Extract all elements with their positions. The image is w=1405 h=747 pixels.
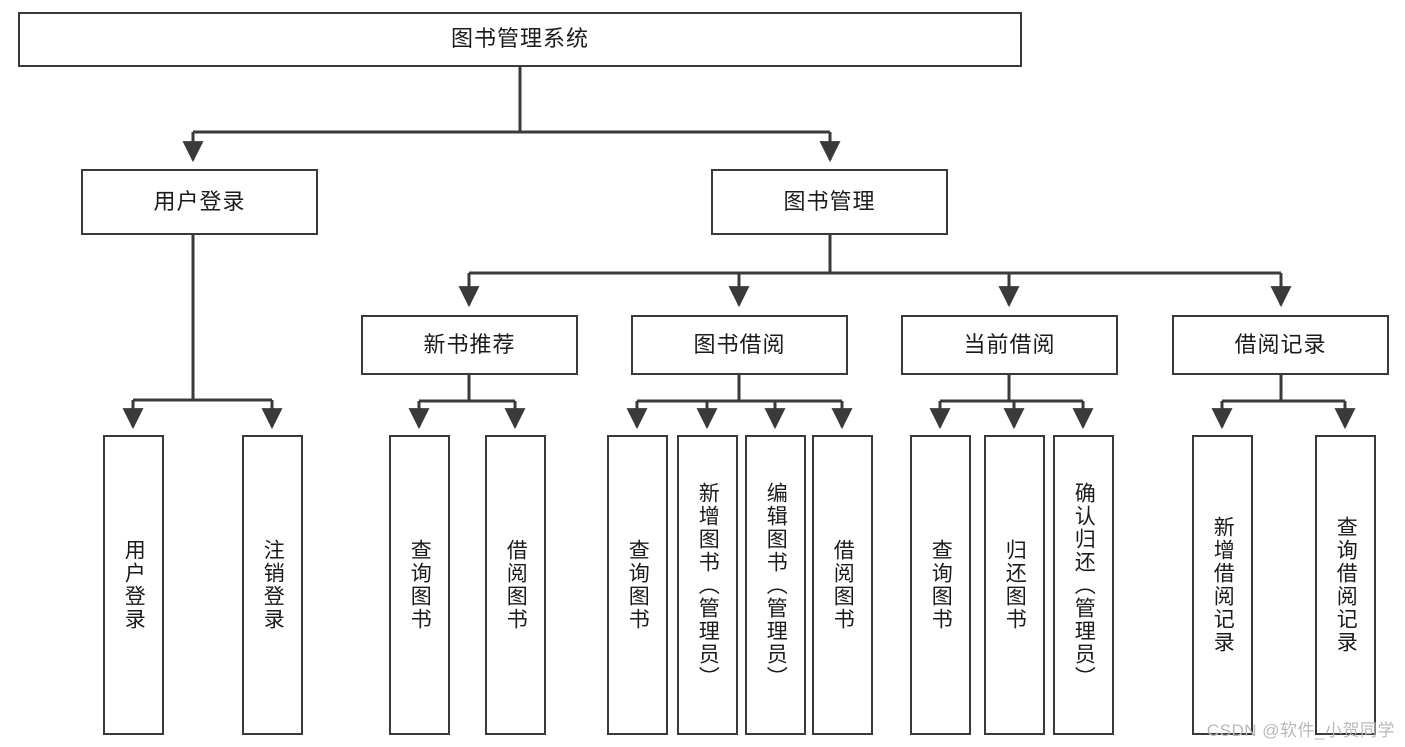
- node-label: 编辑图书（管理员）: [764, 481, 788, 689]
- node-label: 查询图书: [929, 539, 953, 631]
- node-label: 当前借阅: [963, 331, 1056, 357]
- leaf-record-add[interactable]: 新增借阅记录: [1192, 435, 1253, 735]
- node-label: 图书管理: [783, 188, 876, 214]
- node-user-login[interactable]: 用户登录: [81, 169, 318, 235]
- node-label: 借阅图书: [831, 539, 855, 631]
- node-label: 借阅记录: [1234, 331, 1327, 357]
- leaf-current-confirm-return[interactable]: 确认归还（管理员）: [1053, 435, 1114, 735]
- leaf-borrow-borrow-book[interactable]: 借阅图书: [812, 435, 873, 735]
- node-borrow-record[interactable]: 借阅记录: [1172, 315, 1389, 375]
- node-label: 新书推荐: [423, 331, 516, 357]
- leaf-user-login-login[interactable]: 用户登录: [103, 435, 164, 735]
- node-label: 归还图书: [1003, 539, 1027, 631]
- node-label: 查询图书: [408, 539, 432, 631]
- node-label: 注销登录: [261, 539, 285, 631]
- leaf-current-return-book[interactable]: 归还图书: [984, 435, 1045, 735]
- node-label: 图书借阅: [693, 331, 786, 357]
- node-label: 查询图书: [626, 539, 650, 631]
- leaf-user-login-logout[interactable]: 注销登录: [242, 435, 303, 735]
- node-label: 确认归还（管理员）: [1072, 481, 1096, 689]
- node-label: 新增借阅记录: [1211, 516, 1235, 654]
- node-current-borrow[interactable]: 当前借阅: [901, 315, 1118, 375]
- leaf-record-query[interactable]: 查询借阅记录: [1315, 435, 1376, 735]
- node-label: 用户登录: [122, 539, 146, 631]
- node-label: 借阅图书: [504, 539, 528, 631]
- node-label: 图书管理系统: [450, 26, 589, 52]
- leaf-borrow-query-book[interactable]: 查询图书: [607, 435, 668, 735]
- node-new-book-recommend[interactable]: 新书推荐: [361, 315, 578, 375]
- leaf-borrow-add-book[interactable]: 新增图书（管理员）: [677, 435, 738, 735]
- node-book-management[interactable]: 图书管理: [711, 169, 948, 235]
- node-label: 用户登录: [153, 188, 246, 214]
- node-label: 查询借阅记录: [1334, 516, 1358, 654]
- leaf-borrow-edit-book[interactable]: 编辑图书（管理员）: [745, 435, 806, 735]
- node-book-borrow[interactable]: 图书借阅: [631, 315, 848, 375]
- watermark: CSDN @软件_小贺同学: [1206, 721, 1395, 740]
- leaf-new-book-borrow[interactable]: 借阅图书: [485, 435, 546, 735]
- leaf-new-book-query[interactable]: 查询图书: [389, 435, 450, 735]
- node-root-system[interactable]: 图书管理系统: [18, 12, 1022, 67]
- leaf-current-query-book[interactable]: 查询图书: [910, 435, 971, 735]
- node-label: 新增图书（管理员）: [696, 481, 720, 689]
